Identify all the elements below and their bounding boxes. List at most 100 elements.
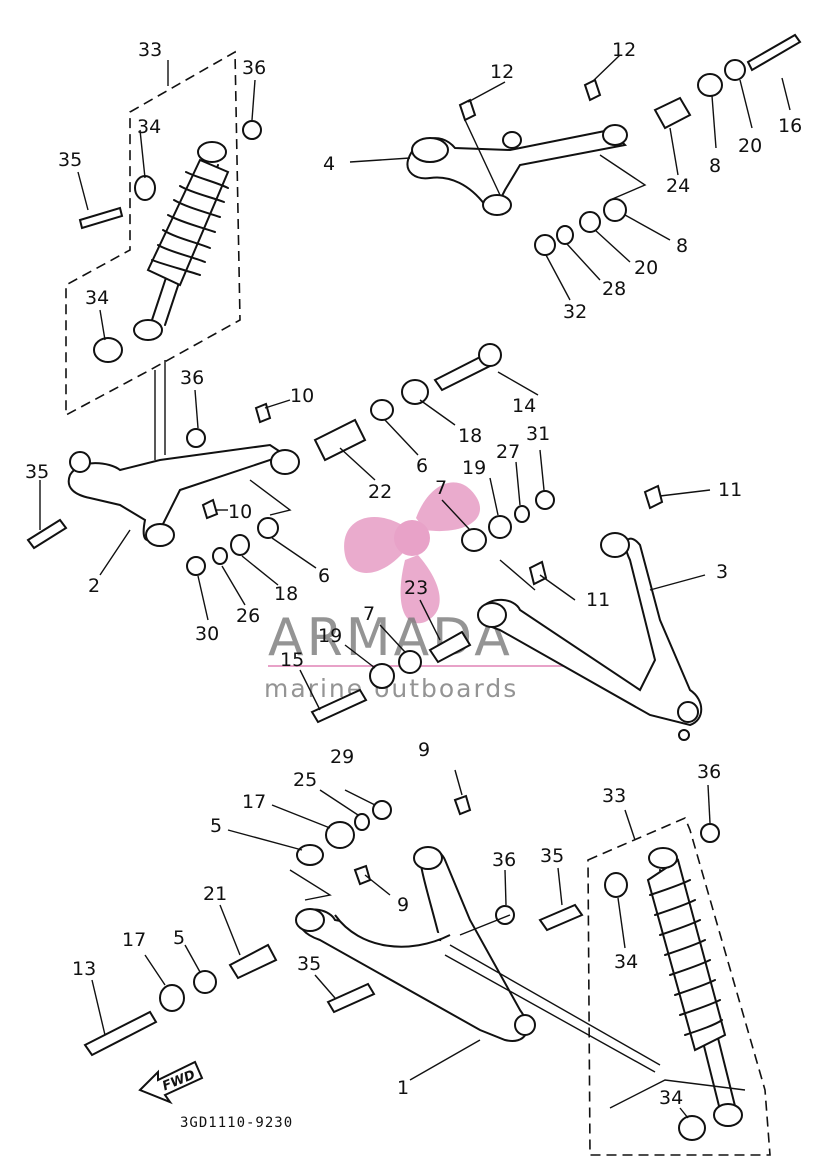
callout-36: 36 [492, 849, 516, 871]
dashed-bracket-33-lower [587, 816, 771, 1156]
bolt-35-upper [78, 206, 124, 230]
washer-20-lower [579, 211, 601, 233]
leader-27 [515, 461, 521, 506]
callout-36: 36 [242, 57, 266, 79]
bushing-6-lower [257, 517, 279, 539]
callout-12: 12 [490, 61, 514, 83]
collar-24 [653, 96, 692, 130]
callout-16: 16 [778, 115, 802, 137]
callout-27: 27 [496, 441, 520, 463]
callout-10: 10 [290, 385, 314, 407]
leader-22 [339, 447, 376, 481]
leader-5b [184, 944, 201, 973]
leader-12b [591, 54, 621, 83]
nut-30 [186, 556, 206, 576]
callout-labels: 33 36 34 35 34 12 12 4 16 20 8 24 8 20 2… [25, 39, 802, 1109]
leader-16 [781, 77, 791, 111]
callout-1: 1 [397, 1077, 409, 1099]
collar-23 [428, 630, 472, 664]
leader-2 [99, 529, 131, 576]
leader-11a [659, 489, 711, 497]
leader-15 [299, 669, 321, 711]
leader-34a [139, 129, 146, 179]
leader-34d [679, 1107, 689, 1119]
callout-34: 34 [137, 116, 161, 138]
bracket-middle-left [249, 479, 292, 516]
leader-18a [419, 399, 456, 426]
callout-9: 9 [397, 894, 409, 916]
bushing-7-upper [461, 528, 487, 552]
leader-21 [219, 904, 241, 956]
callout-17: 17 [242, 791, 266, 813]
bracket-upper-right [599, 154, 647, 201]
callout-18: 18 [274, 583, 298, 605]
nut-36-lower-right [700, 823, 720, 843]
callout-7: 7 [435, 477, 447, 499]
callout-12: 12 [612, 39, 636, 61]
callout-15: 15 [280, 649, 304, 671]
callout-8: 8 [676, 235, 688, 257]
upper-left-shock-assembly [65, 50, 262, 417]
leader-28 [566, 243, 601, 281]
propeller-blade-1 [344, 516, 407, 573]
leader-20a [739, 79, 753, 129]
nut-36-upper [242, 120, 262, 140]
bushing-5-lower [193, 970, 217, 994]
washer-19-upper [488, 515, 512, 539]
grease-nipple-9-upper [453, 794, 472, 816]
leader-17b [144, 954, 166, 986]
callout-5: 5 [210, 815, 222, 837]
bolt-15 [310, 688, 368, 724]
bolt-13 [83, 1010, 158, 1057]
callout-13: 13 [72, 958, 96, 980]
drawing-code: 3GD1110-9230 [180, 1115, 293, 1131]
nut-36-middle [186, 428, 206, 448]
fwd-arrow-icon: FWD [138, 1060, 204, 1105]
ball-joint-2 [69, 451, 91, 473]
collar-21 [228, 943, 278, 980]
bushing-6-upper [370, 399, 394, 421]
lower-arm-1-assembly [83, 769, 661, 1081]
leader-9b [364, 874, 391, 896]
leader-31 [539, 449, 545, 491]
callout-31: 31 [526, 423, 550, 445]
leader-36a [251, 79, 256, 121]
callout-33: 33 [602, 785, 626, 807]
grease-nipple-9-lower [353, 864, 372, 886]
callout-7: 7 [363, 603, 375, 625]
dashed-bracket-33-upper [65, 50, 241, 417]
callout-25: 25 [293, 769, 317, 791]
tie-rod-line [449, 944, 661, 1066]
callout-22: 22 [368, 481, 392, 503]
callout-11: 11 [586, 589, 610, 611]
leader-20b [594, 229, 631, 263]
bolt-16 [746, 33, 802, 72]
leader-19a [489, 477, 499, 516]
watermark-brand: ARMADA [268, 608, 513, 668]
nut-29 [372, 800, 392, 820]
callout-6: 6 [416, 455, 428, 477]
shock-absorber-lower [646, 847, 743, 1127]
callout-34: 34 [85, 287, 109, 309]
washer-25 [354, 813, 370, 831]
nut-31 [535, 490, 555, 510]
leader-26 [221, 565, 246, 606]
leader-17a [271, 804, 331, 829]
callout-23: 23 [404, 577, 428, 599]
left-arm-2-assembly [26, 343, 539, 621]
callout-36: 36 [697, 761, 721, 783]
bushing-34-upper [134, 175, 156, 201]
leader-8b [624, 214, 671, 241]
lower-arm-2 [67, 443, 288, 542]
grease-nipple-11-upper [643, 484, 664, 510]
callout-29: 29 [330, 746, 354, 768]
leader-4 [349, 157, 411, 163]
callout-21: 21 [203, 883, 227, 905]
washer-20-upper [724, 59, 746, 81]
leader-36c [504, 869, 507, 906]
callout-17: 17 [122, 929, 146, 951]
grease-nipple-12-right [583, 78, 602, 102]
leader-12a-top [467, 81, 506, 103]
leader-9a [454, 769, 463, 796]
